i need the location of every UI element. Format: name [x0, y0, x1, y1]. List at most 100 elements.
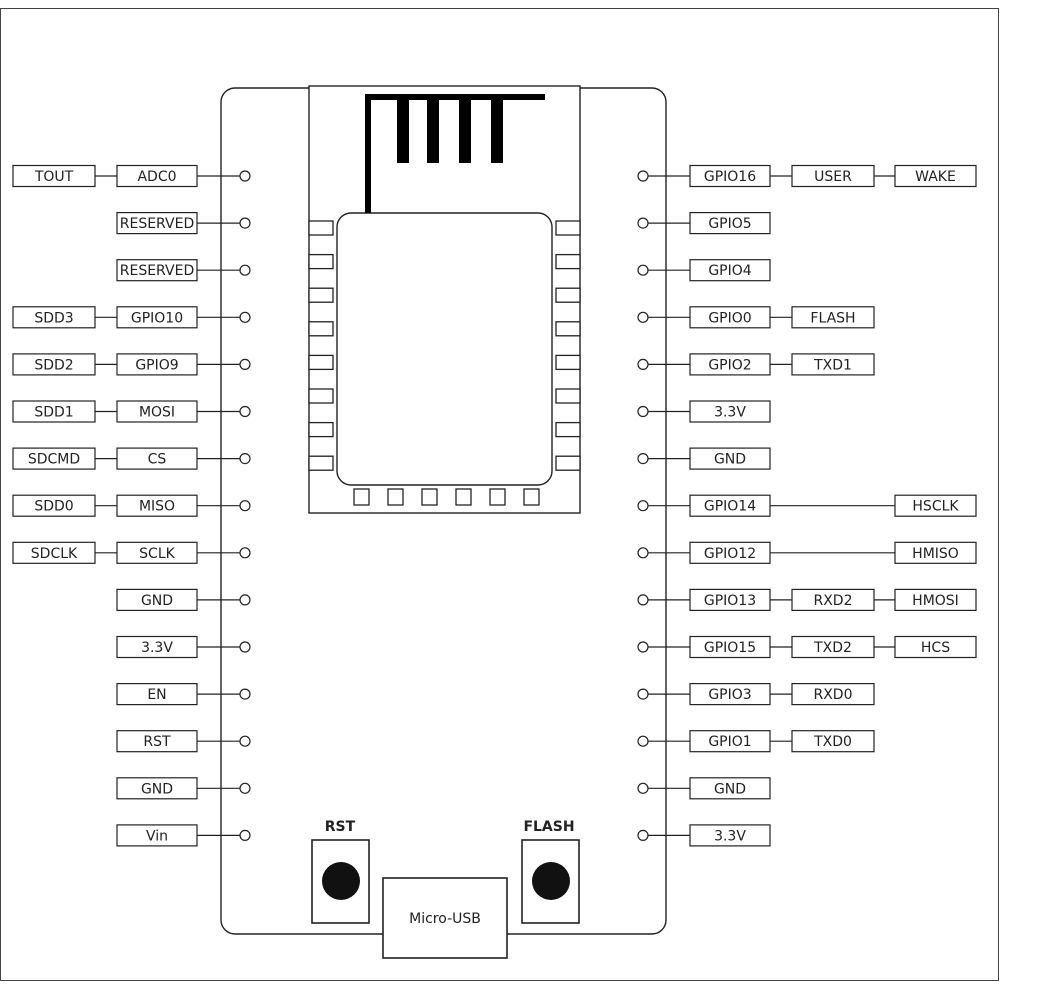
rst-button-label: RST — [325, 819, 356, 835]
module-pad-left — [308, 455, 334, 471]
pin-label-sdcmd: SDCMD — [28, 452, 80, 468]
pin-label-gpio1: GPIO1 — [708, 734, 751, 750]
left-pin-row: RESERVED — [116, 212, 251, 235]
pin-label-box-rxd2 — [791, 588, 875, 612]
pin-hole — [637, 217, 649, 229]
pin-label-gpio9: GPIO9 — [135, 357, 178, 373]
pin-hole — [239, 688, 251, 700]
pin-label-3-3v: 3.3V — [141, 640, 173, 656]
pin-label-box-gnd — [689, 777, 771, 800]
right-pin-row: 3.3V — [637, 824, 771, 847]
pin-label-box-txd2 — [791, 635, 875, 659]
esp-module — [308, 85, 581, 514]
pin-label-box-gpio1 — [689, 730, 771, 753]
pin-label-box-reserved — [116, 259, 198, 282]
pin-label-gpio12: GPIO12 — [704, 546, 756, 562]
module-pad-left — [308, 220, 334, 236]
pin-label-user: USER — [814, 169, 852, 185]
pin-label-box-gpio15 — [689, 635, 771, 659]
pin-label-box-hcs — [894, 635, 977, 659]
module-pad-left — [308, 388, 334, 404]
pin-label-box-vin — [116, 824, 198, 847]
pin-label-box-3-3v — [689, 824, 771, 847]
pin-label-box-gpio16 — [689, 164, 771, 188]
right-pin-row: GPIO0 FLASH — [637, 306, 875, 329]
pin-label-gpio0: GPIO0 — [708, 310, 751, 326]
pin-hole — [637, 735, 649, 747]
pin-label-sclk: SCLK — [139, 546, 175, 562]
right-pin-row: GPIO14 HSCLK — [637, 494, 977, 517]
left-pin-row: GND — [116, 777, 251, 800]
pin-label-box-gpio0 — [689, 306, 771, 329]
pin-label-box-hmosi — [894, 588, 977, 612]
pin-label-box-hsclk — [894, 494, 977, 517]
pin-label-box-gpio9 — [116, 353, 198, 376]
pin-label-gpio5: GPIO5 — [708, 216, 751, 232]
rst-button[interactable] — [311, 839, 370, 924]
left-pin-row: RESERVED — [116, 259, 251, 282]
pin-hole — [239, 829, 251, 842]
pin-label-box-gpio5 — [689, 212, 771, 235]
pin-label-sdd3: SDD3 — [34, 310, 73, 326]
pin-label-hsclk: HSCLK — [912, 499, 959, 515]
module-pad-right — [555, 287, 581, 303]
module-pad-right — [555, 421, 581, 438]
left-pin-row: CS SDCMD — [12, 447, 251, 470]
pin-label-gpio15: GPIO15 — [704, 640, 756, 656]
module-pad-bottom — [523, 488, 540, 506]
pin-hole — [239, 500, 251, 512]
pin-label-box-sdd1 — [12, 400, 96, 423]
pin-hole — [239, 311, 251, 323]
flash-button-cap[interactable] — [532, 862, 570, 900]
module-pad-right — [555, 455, 581, 471]
module-pad-bottom — [489, 488, 506, 506]
pin-label-txd1: TXD1 — [813, 357, 852, 373]
pin-label-box-rxd0 — [791, 682, 875, 706]
left-pin-row: 3.3V — [116, 635, 251, 659]
module-pad-left — [308, 354, 334, 371]
pin-label-flash: FLASH — [810, 310, 855, 326]
pin-label-box-txd1 — [791, 353, 875, 376]
rst-button-cap[interactable] — [322, 862, 360, 900]
pin-label-hcs: HCS — [921, 640, 950, 656]
pin-hole — [239, 405, 251, 418]
pin-hole — [239, 358, 251, 370]
right-pin-row: GND — [637, 447, 771, 470]
pin-hole — [637, 641, 649, 653]
pin-label-gpio14: GPIO14 — [704, 499, 756, 515]
pin-label-box-reserved — [116, 212, 198, 235]
flash-button[interactable] — [521, 839, 580, 924]
pin-label-box-gnd — [116, 777, 198, 800]
pin-label-box-wake — [894, 164, 977, 188]
pin-label-box-gpio14 — [689, 494, 771, 517]
right-pin-row: GPIO4 — [637, 259, 771, 282]
pin-hole — [239, 264, 251, 276]
pin-label-box-sdcmd — [12, 447, 96, 470]
pin-hole — [637, 170, 649, 182]
pin-label-gpio4: GPIO4 — [708, 263, 751, 279]
module-pad-bottom — [455, 488, 472, 506]
pin-label-en: EN — [147, 687, 166, 703]
pin-label-box-user — [791, 164, 875, 188]
left-pin-row: GND — [116, 588, 251, 612]
pin-label-miso: MISO — [139, 499, 175, 515]
pin-label-box-sdd3 — [12, 306, 96, 329]
pin-hole — [637, 405, 649, 418]
pin-hole — [637, 594, 649, 606]
pin-label-cs: CS — [148, 452, 167, 468]
pin-hole — [239, 641, 251, 653]
pin-label-vin: Vin — [146, 828, 168, 844]
right-pin-row: GND — [637, 777, 771, 800]
micro-usb-port — [382, 877, 508, 959]
pin-hole — [637, 500, 649, 512]
pin-label-gnd: GND — [714, 452, 746, 468]
